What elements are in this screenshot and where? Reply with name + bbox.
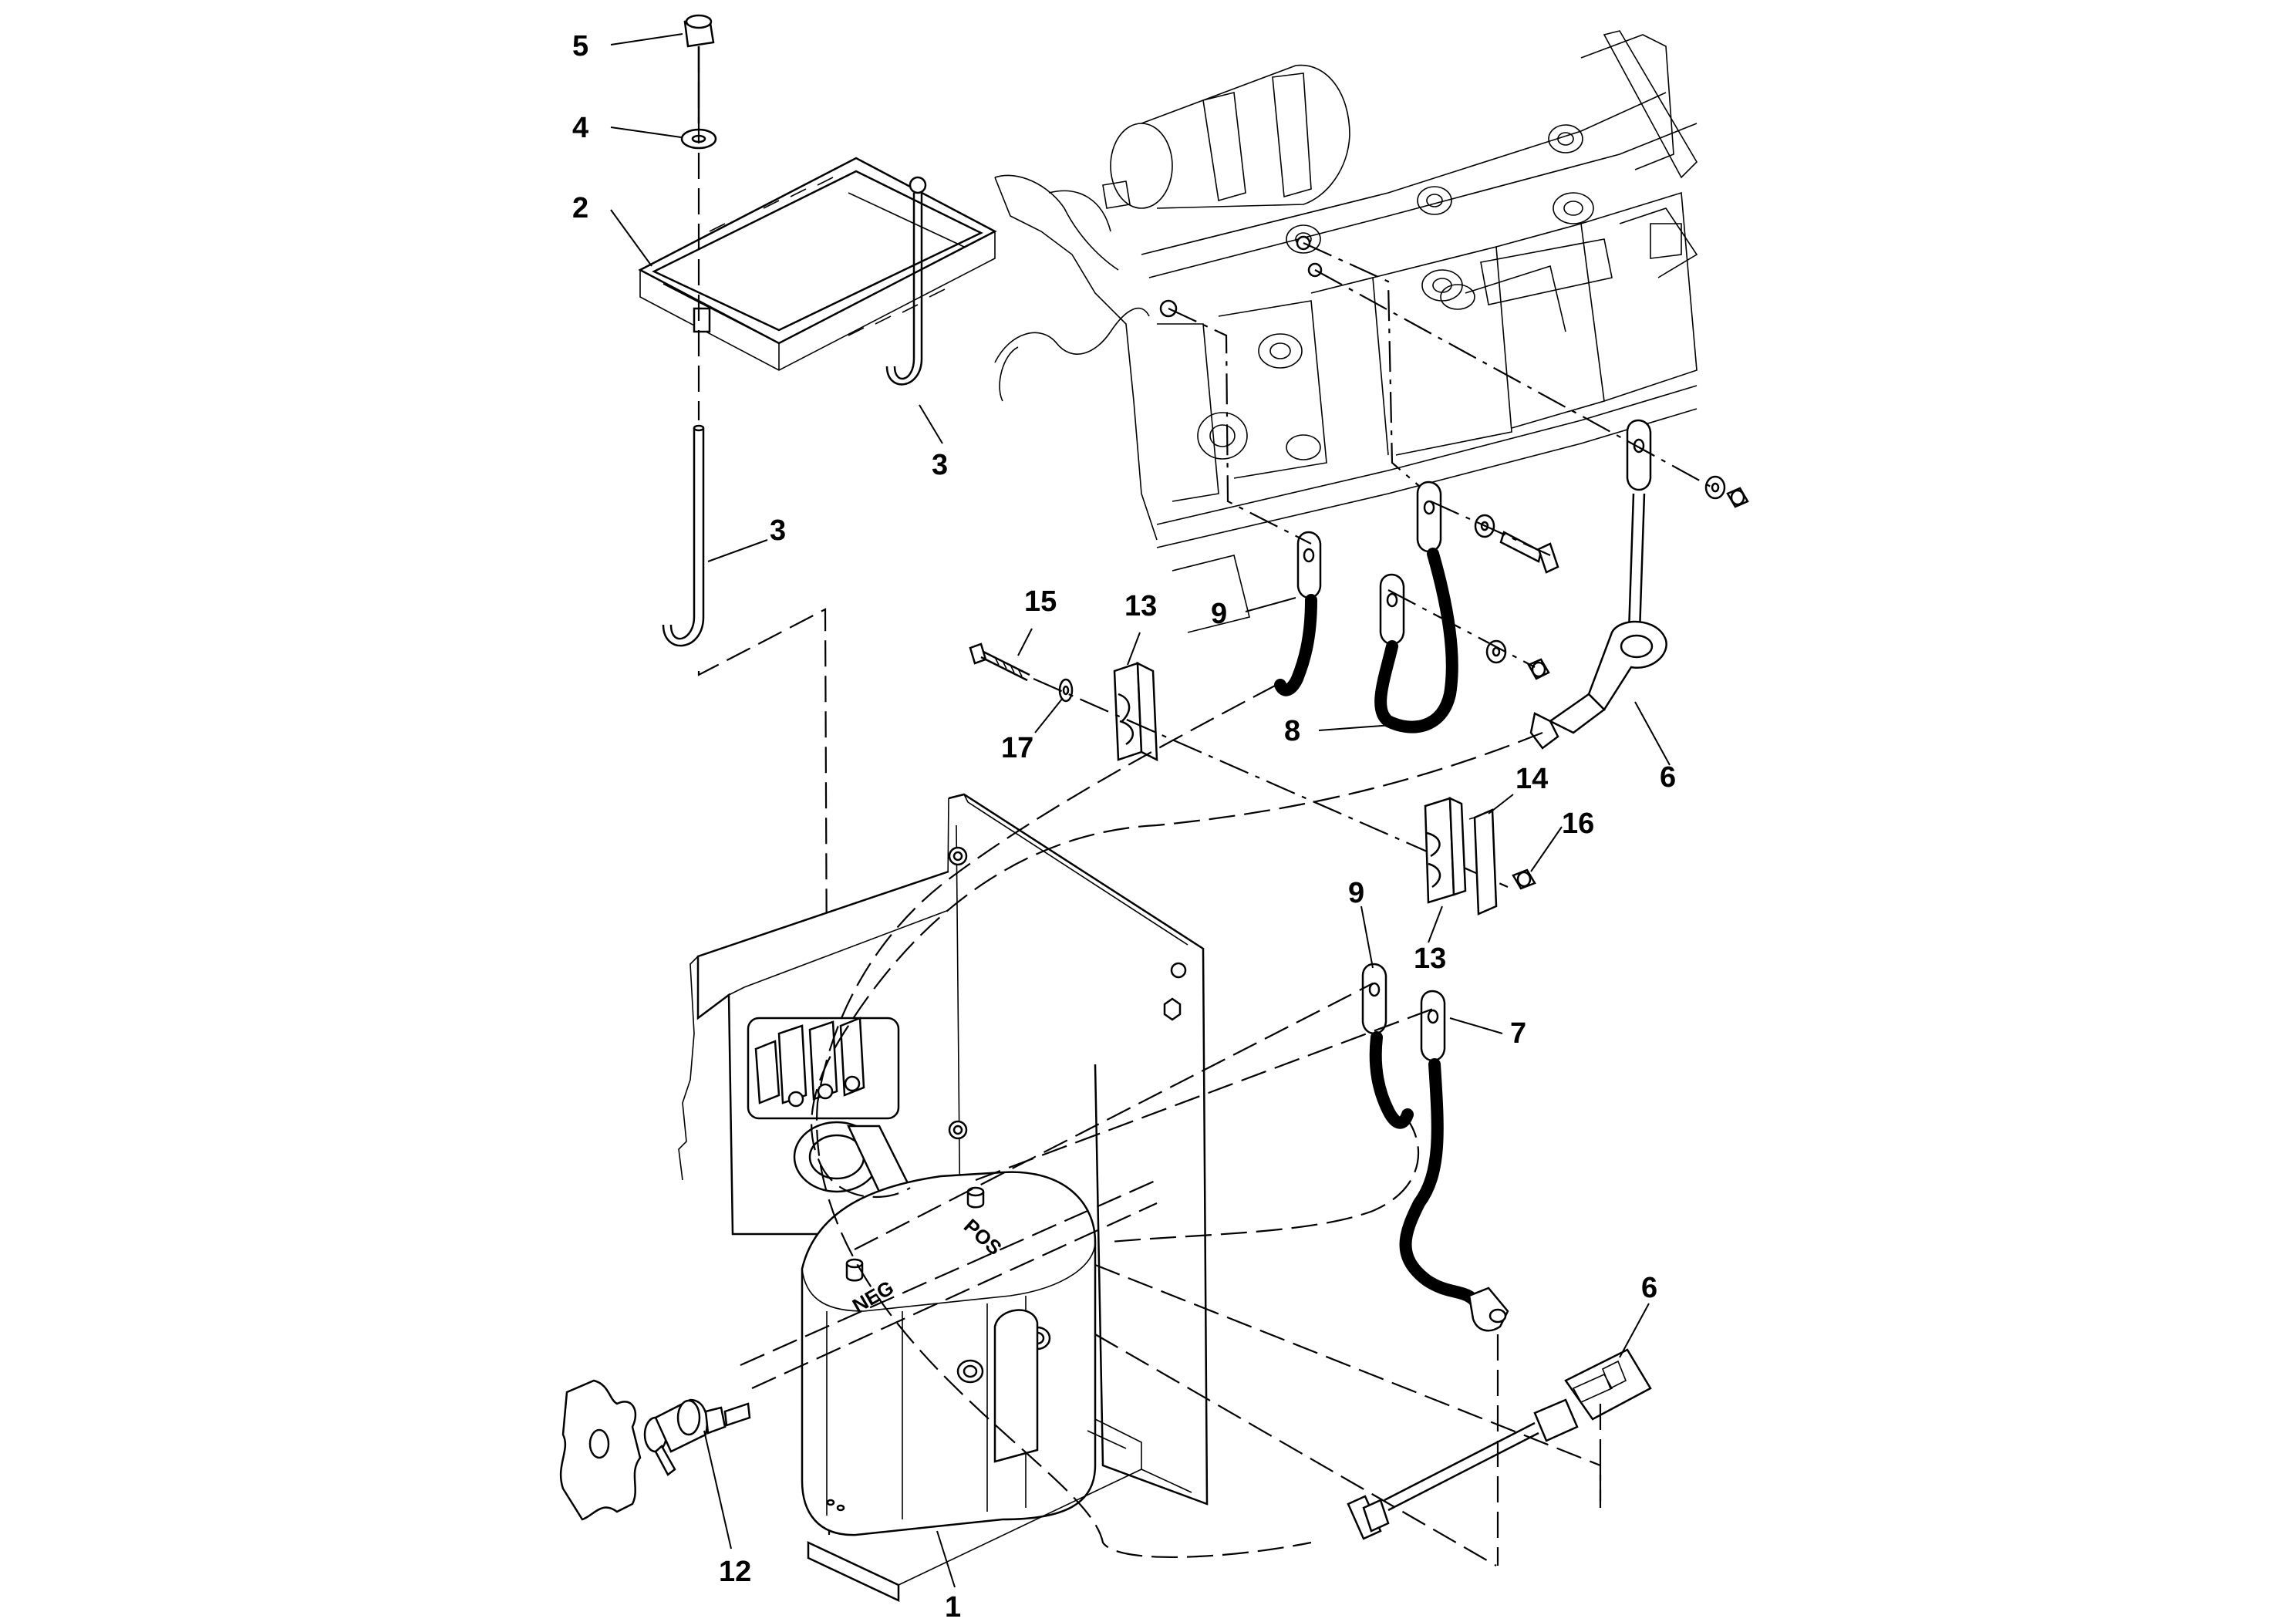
connector-block [747,1017,912,1193]
callout-13-upper: 13 [1124,590,1157,622]
callout-numbers: 5 4 2 3 3 15 13 9 17 8 6 14 16 13 9 7 6 … [572,30,1676,1622]
engine-block [994,30,1698,633]
cable-9-lower [1361,963,1414,1129]
hold-down-frame [638,157,997,371]
clamp-bolt [969,642,1030,682]
cable-clamp-upper [1113,661,1158,762]
callout-12: 12 [719,1556,751,1588]
callout-6-lower: 6 [1641,1272,1657,1304]
callout-2: 2 [572,192,588,224]
callout-9-lower: 9 [1348,877,1364,909]
callout-5: 5 [572,30,588,62]
switch-axis-upper [740,1179,1158,1367]
battery-tray [807,1418,1192,1602]
cable8-bolt-line [1430,500,1551,557]
pos-to-cable7-line [975,1007,1434,1182]
callout-13-lower: 13 [1414,943,1446,975]
callout-4: 4 [572,112,588,144]
callout-17: 17 [1001,732,1033,764]
cable-7 [1399,990,1509,1332]
callout-8: 8 [1284,715,1300,747]
engine-bolt-bosses [1159,124,1594,460]
cable9-lower-routing-curve [1110,1114,1419,1243]
cable8-hardware-line [1387,589,1536,668]
cable-8 [1374,481,1458,733]
tray-to-lug-line [1094,1334,1497,1566]
callout-16: 16 [1562,808,1594,840]
cable6-routing-curve [848,731,1543,1027]
callout-14: 14 [1515,763,1548,795]
callout-7: 7 [1510,1017,1526,1050]
battery: NEG POS [801,1171,1097,1536]
clamp-nut [1512,868,1536,890]
cable9-routing-curve [816,684,1312,1559]
cable-loop-curve [811,1025,911,1199]
callout-3-left: 3 [770,514,786,547]
callout-9-upper: 9 [1211,598,1227,630]
battery-disconnect-switch [559,1379,751,1521]
cable-6-upper [1529,419,1667,750]
cable-9-upper [1274,531,1322,696]
clamp-plate [1468,808,1498,916]
engine-stud-line-6 [1314,269,1713,488]
callout-leaders [610,33,1671,1588]
terminal-hardware-upper [1474,475,1749,680]
callout-1: 1 [945,1591,961,1622]
j-hook-rod-right [885,176,927,386]
switch-axis-lower [751,1202,1158,1390]
callout-6-upper: 6 [1660,761,1676,794]
callout-3-right: 3 [932,449,948,481]
neg-to-cable9-line [854,983,1374,1250]
callout-15: 15 [1024,585,1057,618]
cable-6-lower [1347,1348,1652,1540]
cable-clamp-lower [1424,796,1467,904]
j-hook-rod-left [662,424,705,647]
engine-stud-line-9 [1168,308,1312,545]
